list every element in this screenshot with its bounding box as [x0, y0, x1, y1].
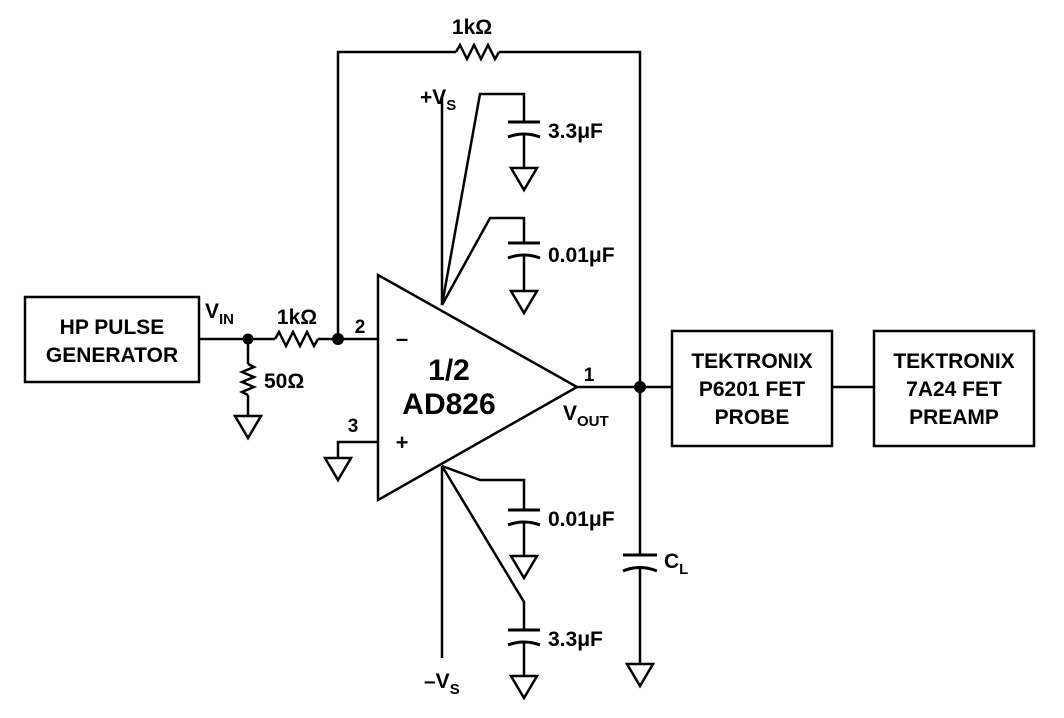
feedback-resistor-1k: [454, 42, 501, 62]
op-amp-triangle: [376, 272, 580, 503]
fet-preamp-label-line2: 7A24 FET: [906, 378, 1002, 401]
neg-bulk-cap-ground-symbol: [508, 674, 540, 701]
neg-bypass-cap-ground-symbol: [508, 554, 540, 581]
noninverting-ground-wire: [336, 440, 378, 458]
pin-3-label: 3: [348, 416, 359, 437]
feedback-wire-right: [499, 50, 642, 387]
termination-resistor-value: 50Ω: [264, 370, 304, 393]
fet-preamp-label-line1: TEKTRONIX: [893, 350, 1014, 373]
fet-probe-label-line2: P6201 FET: [699, 378, 805, 401]
termination-resistor-50ohm: [238, 362, 258, 397]
input-resistor-value: 1kΩ: [277, 306, 317, 329]
neg-bypass-cap-wire: [441, 464, 526, 510]
tektronix-fet-probe-box: [670, 329, 834, 448]
tektronix-fet-preamp-box: [872, 329, 1036, 448]
input-resistor-1k: [273, 329, 320, 349]
fet-probe-label-line3: PROBE: [715, 406, 790, 429]
hp-pulse-generator-box: [23, 295, 201, 384]
op-amp-label-line1: 1/2: [428, 354, 470, 387]
feedback-wire-left: [336, 50, 456, 339]
fet-probe-label-line1: TEKTRONIX: [691, 350, 812, 373]
pos-bulk-cap-ground-symbol: [508, 166, 540, 193]
pos-bypass-cap-wire: [440, 216, 526, 306]
pos-bypass-cap-ground-symbol: [508, 289, 540, 316]
vin-label: VIN: [205, 300, 234, 328]
noninverting-ground-symbol: [322, 456, 354, 483]
negative-supply-label: –VS: [424, 670, 460, 698]
neg-bulk-cap-value: 3.3μF: [548, 628, 603, 651]
hp-pulse-generator-label-line1: HP PULSE: [60, 316, 165, 339]
pin-2-label: 2: [355, 317, 366, 338]
load-cap-ground-symbol: [624, 662, 656, 689]
pos-bypass-cap-value: 0.01μF: [548, 244, 615, 267]
pos-bulk-cap-value: 3.3μF: [548, 120, 603, 143]
cl-label: CL: [664, 550, 688, 578]
positive-supply-label: +VS: [420, 86, 456, 114]
op-amp-label-line2: AD826: [402, 388, 495, 421]
termination-ground-symbol: [232, 414, 264, 441]
pos-bulk-cap-wire: [440, 92, 526, 306]
pin-1-label: 1: [584, 365, 595, 386]
op-amp-inverting-sign: –: [396, 326, 408, 351]
neg-bulk-cap-wire: [440, 465, 526, 630]
neg-bypass-cap-value: 0.01μF: [548, 508, 615, 531]
op-amp-noninverting-sign: +: [396, 430, 409, 455]
fet-preamp-label-line3: PREAMP: [909, 406, 999, 429]
feedback-resistor-value: 1kΩ: [452, 16, 492, 39]
load-capacitor-plate-bottom: [622, 566, 658, 573]
vout-label: VOUT: [563, 402, 609, 430]
hp-pulse-generator-label-line2: GENERATOR: [46, 344, 178, 367]
